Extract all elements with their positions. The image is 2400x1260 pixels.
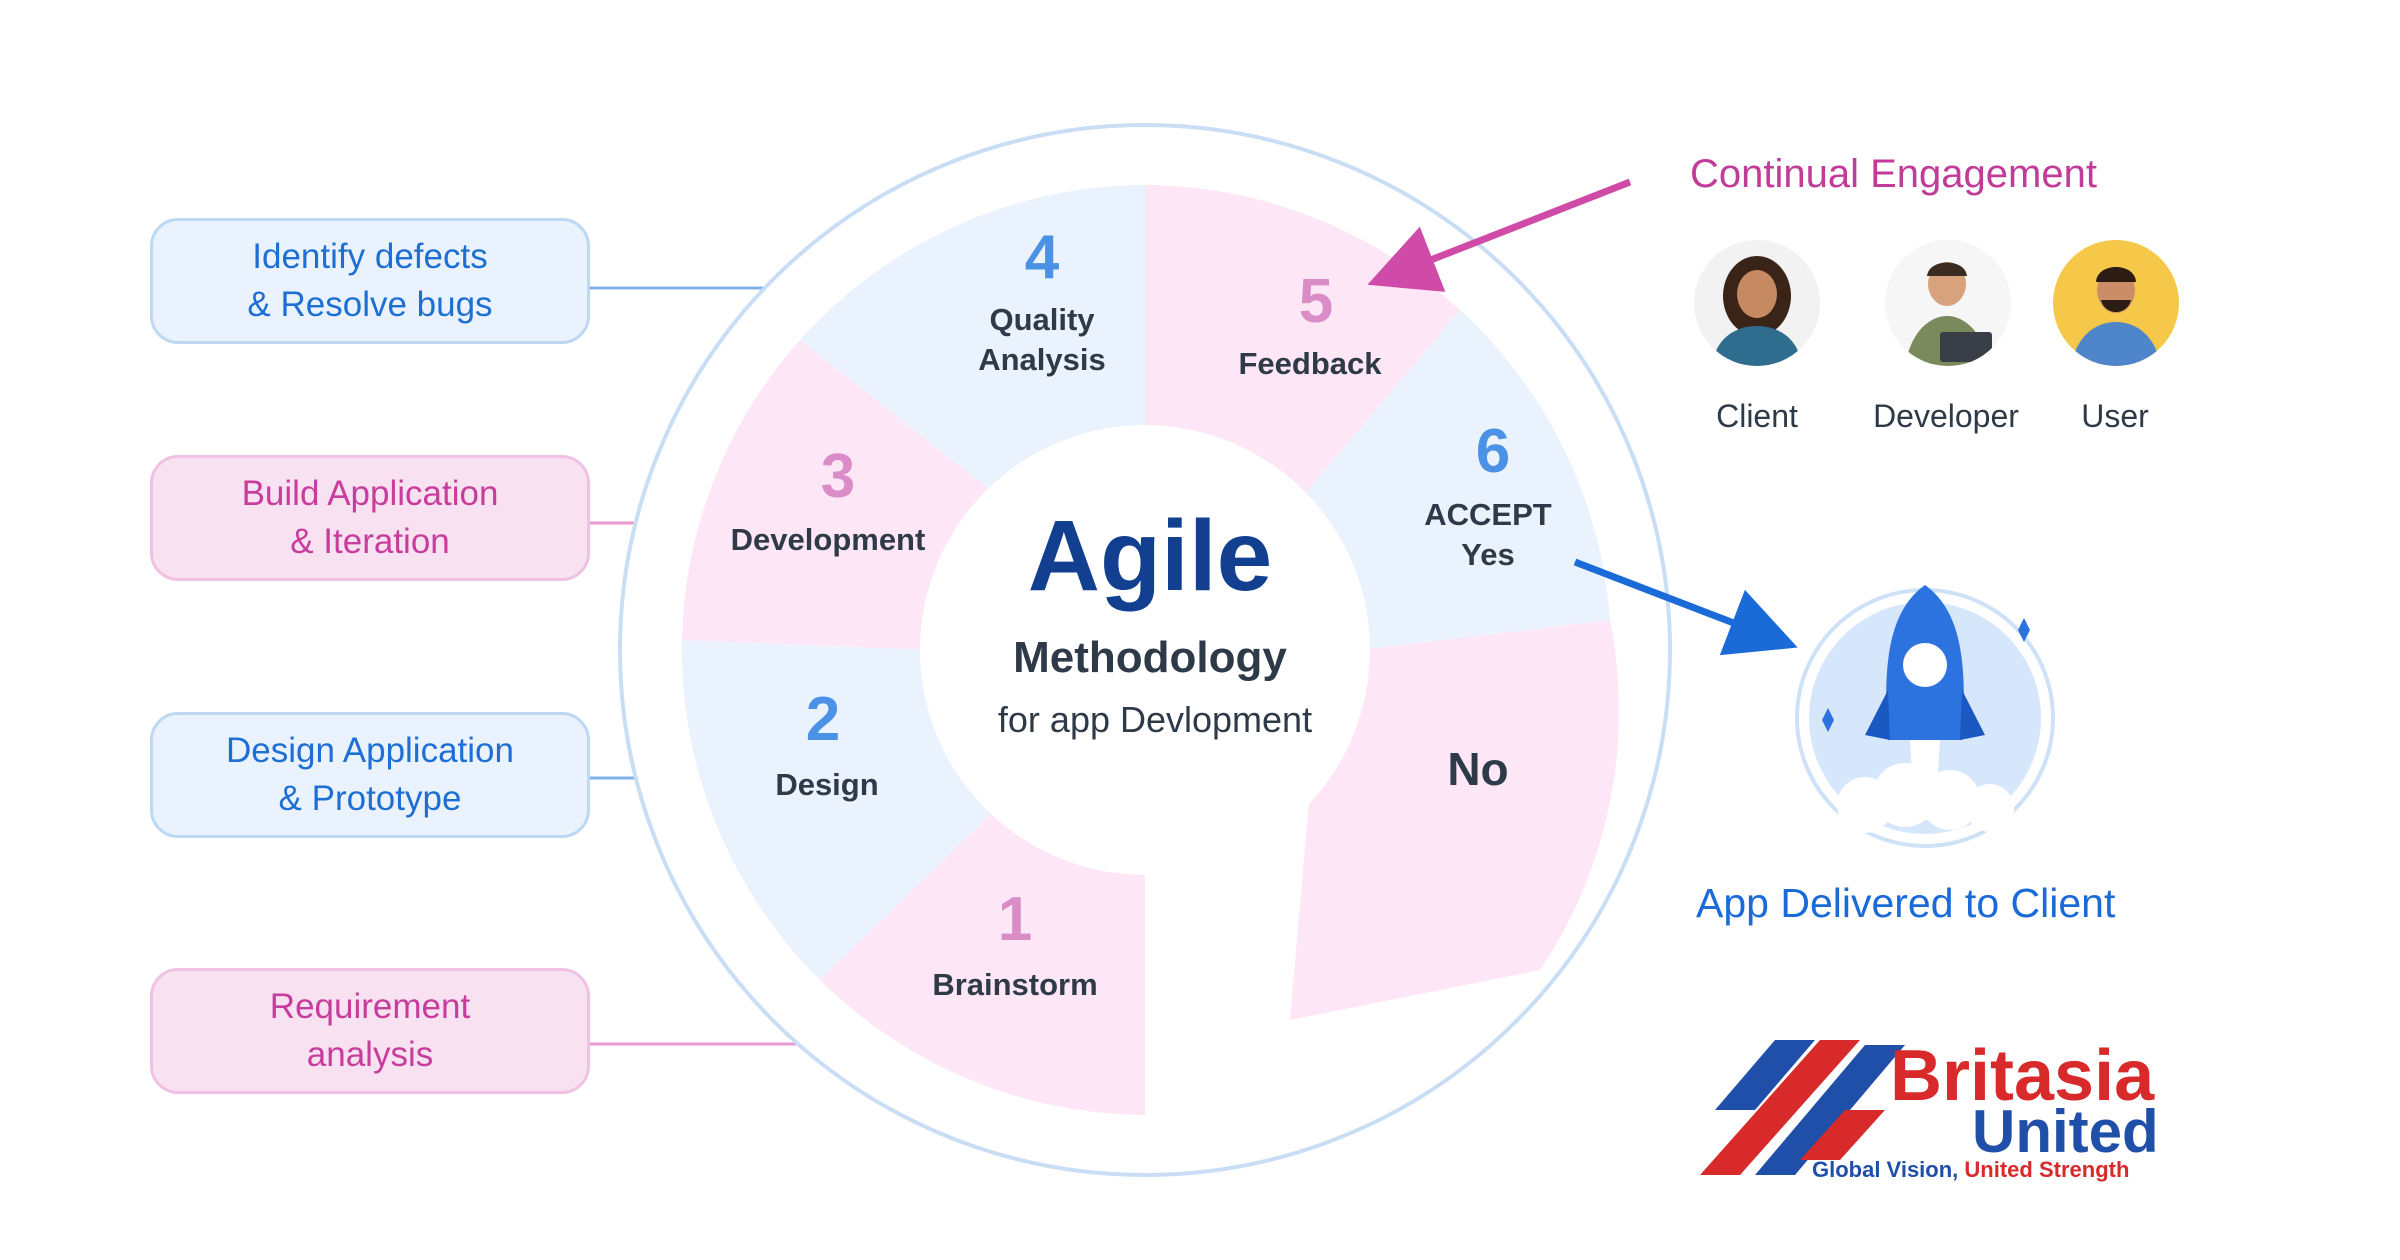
stage-1-label: Brainstorm <box>932 967 1097 1002</box>
engagement-arrow <box>1367 178 1632 292</box>
side-box-line1: Design Application <box>226 731 514 770</box>
side-box-line1: Build Application <box>241 474 499 513</box>
user-avatar <box>2053 240 2179 366</box>
engagement-title: Continual Engagement <box>1690 152 2097 196</box>
stage-3-number: 3 <box>821 442 855 511</box>
delivery-arrow <box>1573 558 1798 656</box>
logo-tagline-part1: Global Vision, <box>1812 1157 1965 1182</box>
side-box-line2: & Prototype <box>278 779 462 818</box>
segment-accept <box>1300 310 1610 650</box>
stage-6-number: 6 <box>1476 417 1510 486</box>
side-box-build-application: Build Application & Iteration <box>150 455 590 581</box>
delivery-label: App Delivered to Client <box>1696 880 2116 926</box>
logo-tagline: Global Vision, United Strength <box>1812 1157 2129 1183</box>
rocket-icon <box>1795 585 2055 848</box>
no-label: No <box>1447 743 1508 795</box>
client-avatar <box>1694 240 1820 366</box>
side-box-line2: & Iteration <box>290 522 450 561</box>
segment-design <box>681 640 1005 980</box>
inner-disc <box>920 425 1370 875</box>
segment-quality-analysis <box>800 185 1145 490</box>
stage-4-label2: Analysis <box>978 342 1106 377</box>
stage-5-label: Feedback <box>1238 346 1382 381</box>
side-box-line1: Identify defects <box>252 237 488 276</box>
side-box-requirement-analysis: Requirement analysis <box>150 968 590 1094</box>
side-box-identify-defects: Identify defects & Resolve bugs <box>150 218 590 344</box>
logo-tagline-part2: United Strength <box>1964 1157 2130 1182</box>
logo-name-line1: Britasia <box>1890 1036 2155 1116</box>
stage-4-number: 4 <box>1025 223 1060 292</box>
user-role-label: User <box>2081 398 2149 434</box>
developer-avatar <box>1885 240 2011 366</box>
center-subtitle: Methodology <box>1013 633 1287 682</box>
stage-6-label: ACCEPT <box>1424 497 1552 532</box>
segment-brainstorm <box>820 800 1145 1115</box>
stage-1-number: 1 <box>998 885 1032 954</box>
side-box-line2: analysis <box>306 1035 434 1074</box>
center-caption: for app Devlopment <box>998 699 1312 740</box>
center-title: Agile <box>1028 500 1272 612</box>
side-box-line2: & Resolve bugs <box>247 285 493 324</box>
stage-2-label: Design <box>775 767 878 802</box>
side-box-line1: Requirement <box>269 987 471 1026</box>
britasia-logo-mark <box>1700 1040 1905 1175</box>
side-box-design-application: Design Application & Prototype <box>150 712 590 838</box>
segment-no <box>1290 620 1619 1020</box>
stage-6-label2: Yes <box>1461 537 1514 572</box>
stage-3-label: Development <box>731 522 926 557</box>
stage-5-number: 5 <box>1299 267 1333 336</box>
logo-name-line2: United <box>1972 1098 2159 1165</box>
segment-development <box>682 340 990 650</box>
client-role-label: Client <box>1716 398 1798 434</box>
developer-role-label: Developer <box>1873 398 2019 434</box>
stage-2-number: 2 <box>806 685 840 754</box>
stage-4-label: Quality <box>989 302 1095 337</box>
